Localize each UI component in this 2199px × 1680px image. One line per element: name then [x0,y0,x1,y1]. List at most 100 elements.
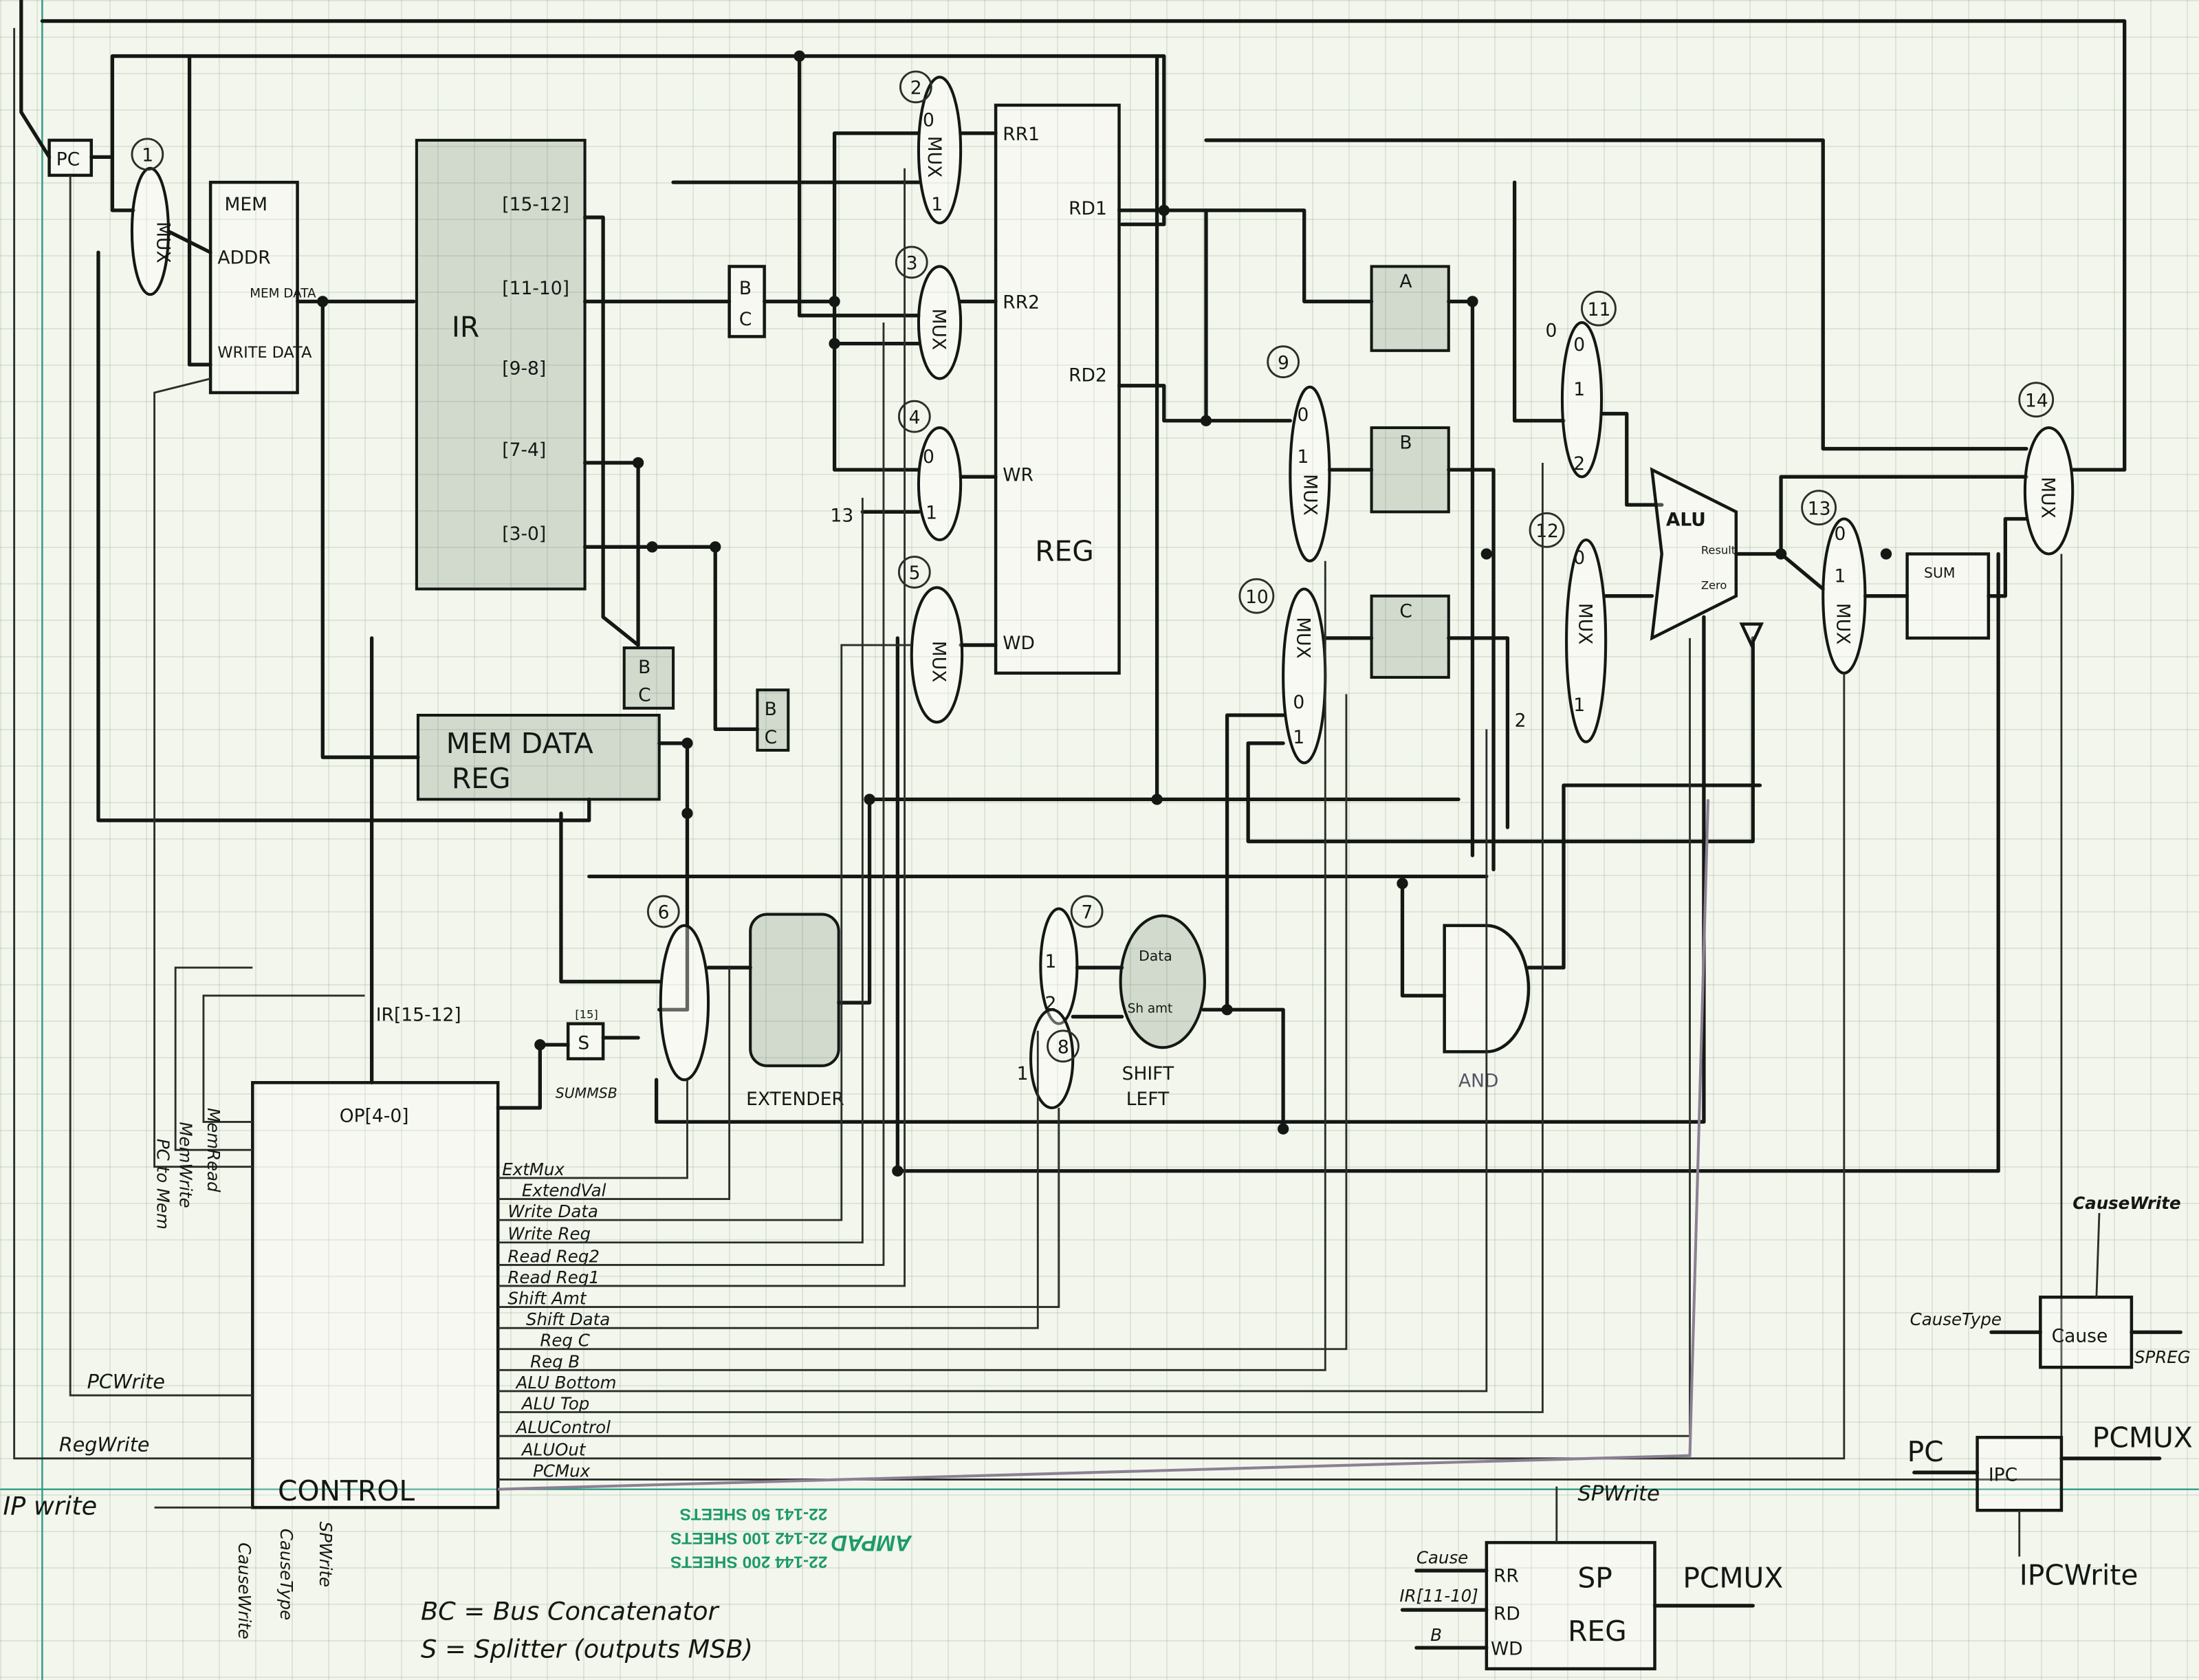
svg-text:PCWrite: PCWrite [87,1371,165,1393]
ipc-output-label: PCMUX [2092,1421,2193,1454]
svg-text:1: 1 [1298,446,1309,468]
ipc-label: IPC [1989,1464,2017,1485]
mux-1 [130,166,170,296]
sp-reg-title: SP [1577,1561,1612,1594]
svg-text:MemRead: MemRead [204,1108,223,1192]
ir-15-12-label: IR[15-12] [376,1005,461,1026]
svg-text:22-141 50 SHEETS: 22-141 50 SHEETS [679,1505,827,1523]
svg-text:AMPAD: AMPAD [831,1531,912,1556]
ir-title: IR [452,310,479,343]
register-file [994,103,1121,675]
extender-label: EXTENDER [746,1089,844,1110]
svg-text:1: 1 [1573,695,1585,716]
ir-field: [7-4] [502,439,546,461]
svg-text:1: 1 [1573,379,1585,400]
svg-text:MUX: MUX [928,641,949,682]
svg-text:Read Reg2: Read Reg2 [507,1246,600,1266]
svg-text:0: 0 [1298,404,1309,426]
mux-labels: MUX MUX MUX MUX MUX MUX MUX MUX MUX [153,136,2059,683]
svg-text:10: 10 [1245,587,1269,608]
svg-text:Reg C: Reg C [540,1331,589,1351]
reg-rr1-port: RR1 [1003,124,1040,145]
svg-text:CauseType: CauseType [276,1529,296,1620]
svg-text:MUX: MUX [923,136,945,177]
svg-text:MUX: MUX [928,309,949,350]
alu-result-port: Result [1701,543,1736,556]
svg-text:ExtMux: ExtMux [502,1159,565,1179]
mdr-label: MEM DATA [446,727,593,760]
ir-field: [3-0] [502,523,546,545]
mux-2 [917,76,963,225]
mem-title: MEM [225,194,267,215]
svg-text:CauseWrite: CauseWrite [234,1542,254,1639]
svg-text:1: 1 [142,145,153,166]
mux-11 [1560,320,1604,479]
inverter-icon [1739,622,1764,649]
sp-rr-port: RR [1494,1565,1519,1586]
ipc-input-label: PC [1907,1435,1944,1468]
sp-write-label: SPWrite [1577,1482,1659,1506]
register-c [1370,594,1450,679]
mem-addr-port: ADDR [217,247,270,268]
mux-12 [1565,538,1608,743]
sum-block [1905,552,1991,640]
svg-text:7: 7 [1081,902,1093,924]
control-unit [251,1081,500,1509]
svg-text:Shift Amt: Shift Amt [507,1288,587,1308]
splitter-block [566,1022,605,1060]
register-b [1370,426,1450,514]
cause-output-label: SPREG [2134,1347,2191,1367]
junction-dots [317,50,1892,1177]
svg-text:Shift Data: Shift Data [526,1309,610,1329]
svg-text:1: 1 [1044,951,1056,972]
sp-ir-input-label: IR[11-10] [1399,1586,1478,1606]
svg-text:Reg B: Reg B [530,1351,580,1371]
svg-text:Write Reg: Write Reg [507,1224,591,1244]
muxes [130,76,2075,1110]
highlight-wire [498,799,1710,1491]
splitter-bit-label: [15] [575,1007,598,1021]
control-bottom-signals: CauseWrite CauseType SPWrite [234,1522,336,1639]
svg-text:0: 0 [1835,523,1846,545]
extender-block [749,913,840,1067]
svg-text:4: 4 [909,407,921,428]
svg-text:2: 2 [910,78,922,99]
memory-block [208,180,299,395]
shift-left-shamt-port: Sh amt [1128,1001,1172,1016]
splitter-label: S [578,1032,589,1054]
ir-field: [9-8] [502,358,546,379]
svg-text:13: 13 [1808,498,1831,519]
bus-concatenator: BC [727,265,766,338]
shift-left-label: SHIFT [1122,1063,1174,1084]
svg-text:ALUControl: ALUControl [515,1417,611,1437]
alu-title: ALU [1666,510,1706,531]
svg-text:13: 13 [830,505,853,527]
legend-bc: BC = Bus Concatenator [421,1596,720,1626]
svg-text:MUX: MUX [1832,603,1854,644]
cause-register [2039,1296,2134,1369]
sp-rd-port: RD [1494,1603,1520,1624]
control-title: CONTROL [278,1474,415,1507]
mux-6 [659,924,710,1082]
reg-wd-port: WD [1003,633,1035,654]
svg-text:0: 0 [1573,547,1585,569]
shift-left-label: LEFT [1126,1089,1170,1110]
svg-text:2: 2 [1044,993,1056,1014]
svg-text:Write Data: Write Data [507,1201,598,1221]
svg-text:PC to Mem: PC to Mem [153,1139,173,1230]
svg-text:IP write: IP write [3,1491,97,1520]
mux-input-labels: 01 01 13 0 012 01 2 01 01 01 12 1 [830,110,1846,1085]
ipc-write-label: IPCWrite [2020,1558,2138,1591]
svg-text:C: C [638,685,651,706]
svg-text:MUX: MUX [153,221,174,263]
svg-text:ALU Top: ALU Top [521,1393,589,1413]
reg-rd2-port: RD2 [1069,365,1107,386]
svg-text:3: 3 [906,253,918,274]
reg-wr-port: WR [1003,464,1033,486]
svg-text:SPWrite: SPWrite [316,1522,336,1588]
svg-text:1: 1 [1835,565,1846,587]
mux-4 [917,426,963,542]
svg-text:PCMux: PCMux [533,1461,590,1481]
svg-text:Read Reg1: Read Reg1 [507,1267,600,1287]
